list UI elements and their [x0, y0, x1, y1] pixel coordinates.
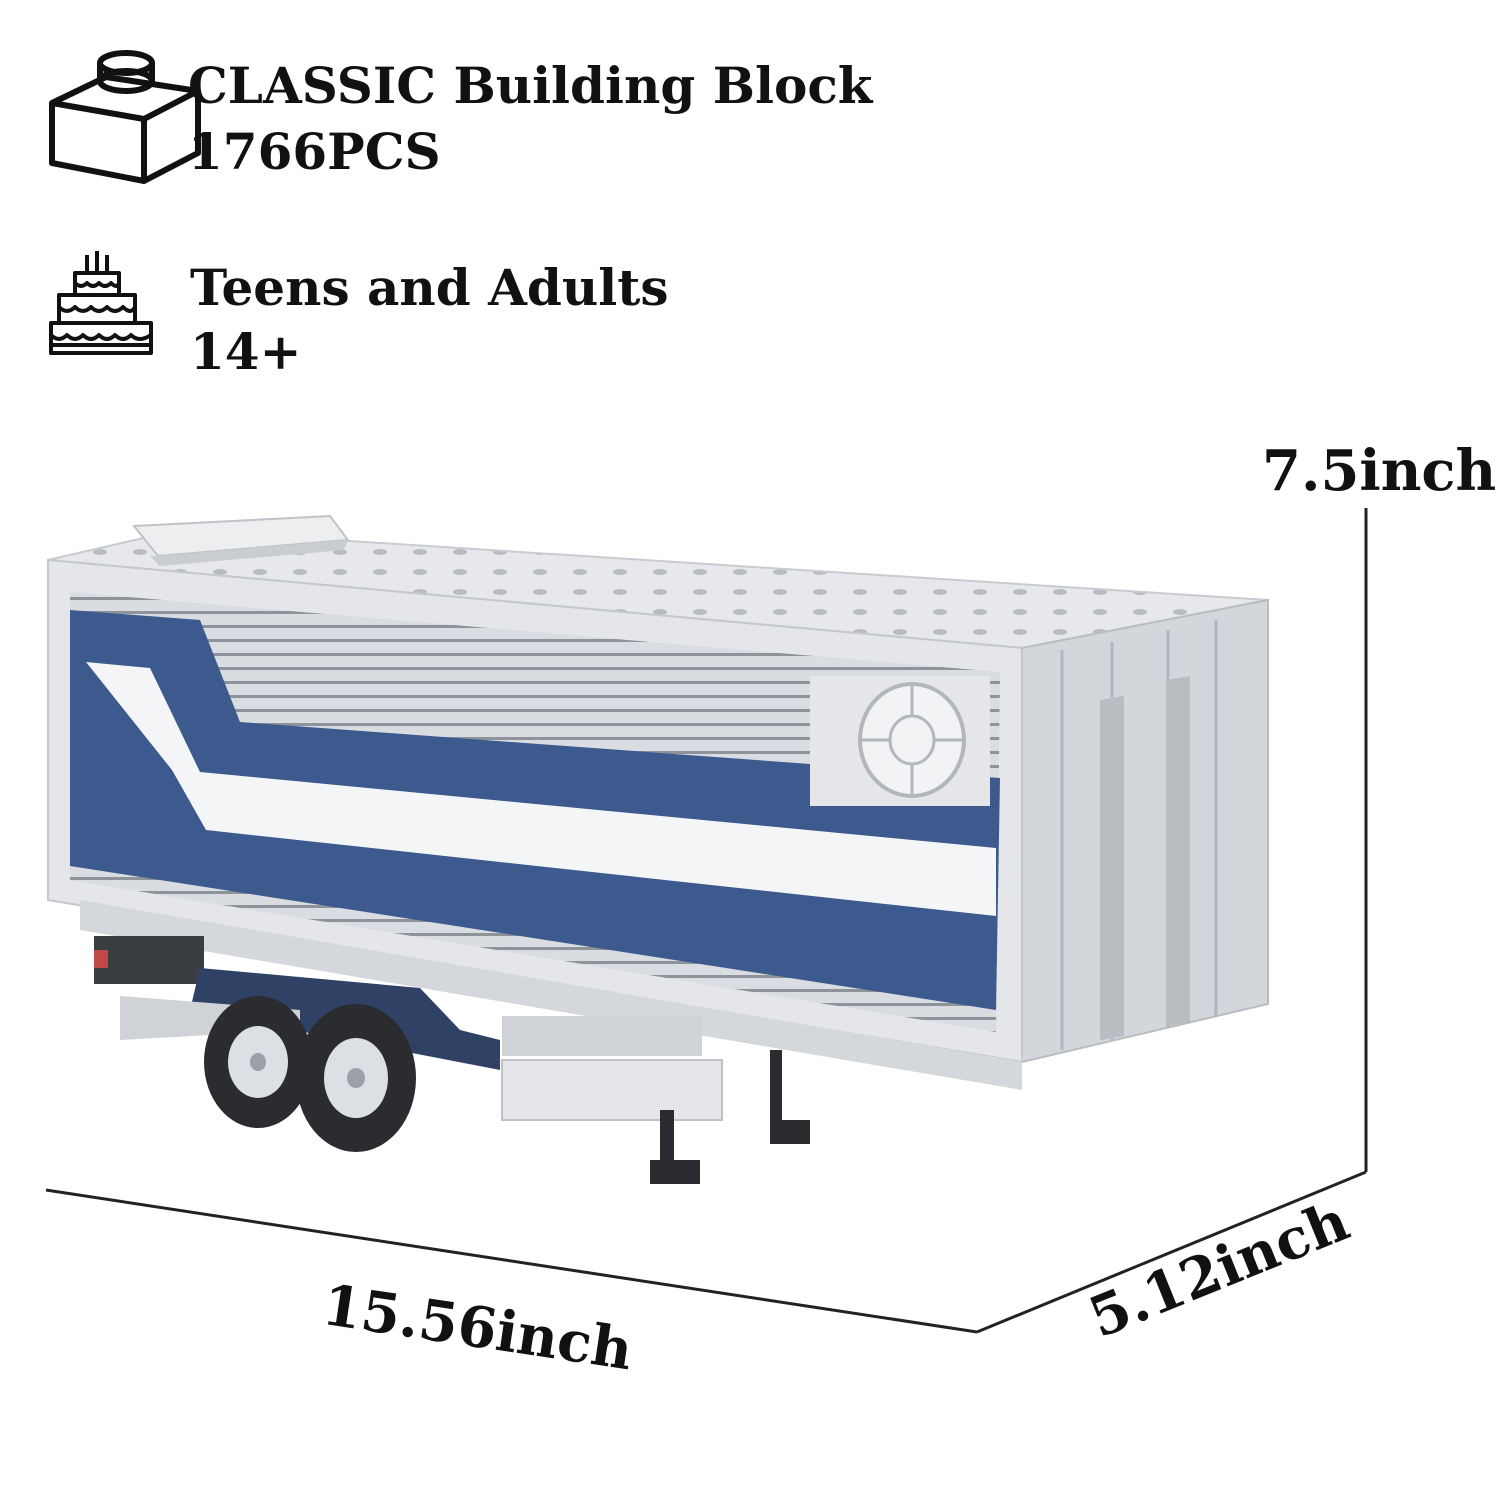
age-title: Teens and Adults [190, 258, 669, 317]
white-stripe [86, 662, 996, 916]
length-line [45, 1188, 978, 1334]
building-block-icon [49, 50, 201, 184]
height-label: 7.5inch [1262, 438, 1497, 504]
width-line [976, 1170, 1367, 1334]
block-title: CLASSIC Building Block [188, 56, 873, 115]
birthday-cake-icon [49, 251, 153, 355]
wheel-rear [204, 996, 312, 1128]
round-hatch [810, 676, 990, 806]
age-range: 14+ [190, 322, 302, 381]
wheel-front [296, 1004, 416, 1152]
piece-count: 1766PCS [188, 122, 441, 181]
trailer-end [1021, 598, 1269, 1064]
